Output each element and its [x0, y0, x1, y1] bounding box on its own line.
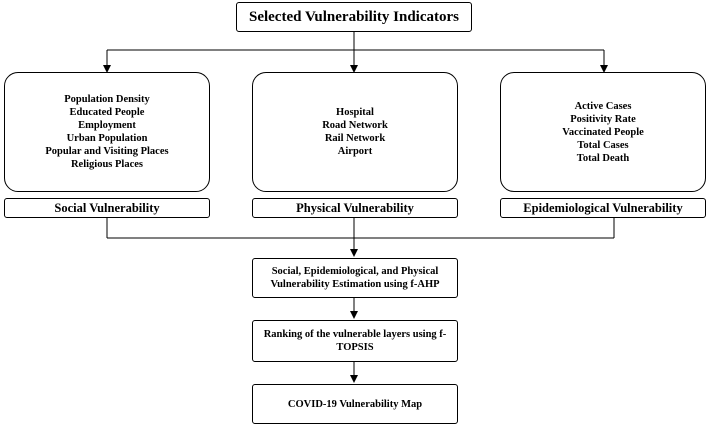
indicator-item: Employment [78, 120, 136, 131]
physical-indicators-box: Hospital Road Network Rail Network Airpo… [252, 72, 458, 192]
vulnerability-map-box: COVID-19 Vulnerability Map [252, 384, 458, 424]
indicator-item: Educated People [69, 107, 145, 118]
vulnerability-map-text: COVID-19 Vulnerability Map [287, 398, 423, 410]
indicator-item: Positivity Rate [570, 113, 636, 125]
indicator-item: Urban Population [66, 133, 148, 144]
indicator-item: Rail Network [324, 133, 386, 144]
estimation-text-line2: Vulnerability Estimation using f-AHP [270, 279, 440, 290]
indicator-item: Total Death [576, 152, 630, 164]
indicator-item: Airport [337, 146, 373, 157]
indicator-item: Religious Places [70, 159, 144, 170]
social-vulnerability-text: Social Vulnerability [54, 200, 160, 215]
social-indicators-box: Population Density Educated People Emplo… [4, 72, 210, 192]
indicator-item: Vaccinated People [562, 126, 644, 138]
physical-vulnerability-text: Physical Vulnerability [296, 200, 414, 215]
indicator-item: Road Network [322, 120, 388, 131]
title-text: Selected Vulnerability Indicators [248, 8, 459, 25]
estimation-step-box: Social, Epidemiological, and Physical Vu… [252, 258, 458, 298]
epidemiological-indicators-box: Active Cases Positivity Rate Vaccinated … [500, 72, 706, 192]
ranking-step-box: Ranking of the vulnerable layers using f… [252, 320, 458, 362]
social-vulnerability-label: Social Vulnerability [4, 198, 210, 218]
title-box: Selected Vulnerability Indicators [236, 2, 472, 32]
indicator-item: Population Density [64, 94, 150, 105]
indicator-item: Popular and Visiting Places [45, 146, 169, 157]
estimation-text-line1: Social, Epidemiological, and Physical [271, 266, 439, 277]
physical-vulnerability-label: Physical Vulnerability [252, 198, 458, 218]
indicator-item: Active Cases [574, 100, 632, 112]
ranking-text-line1: Ranking of the vulnerable layers using f… [263, 329, 447, 340]
ranking-text-line2: TOPSIS [336, 342, 374, 353]
indicator-item: Hospital [336, 107, 374, 118]
epidemiological-vulnerability-text: Epidemiological Vulnerability [523, 200, 683, 215]
indicator-item: Total Cases [577, 139, 629, 151]
epidemiological-vulnerability-label: Epidemiological Vulnerability [500, 198, 706, 218]
